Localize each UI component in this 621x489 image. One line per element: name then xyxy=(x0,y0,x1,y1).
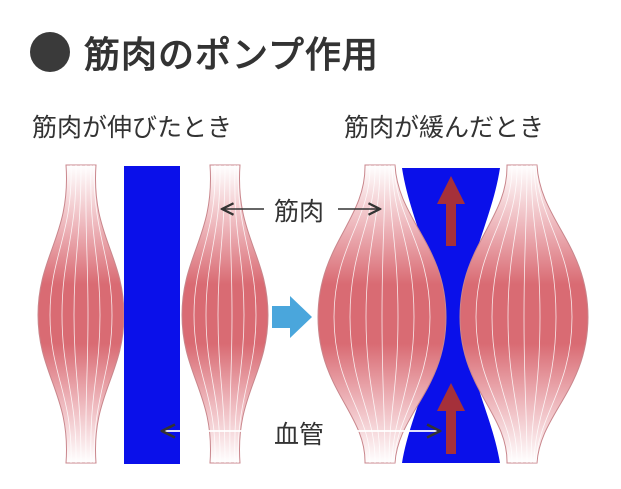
transition-arrow-icon xyxy=(272,296,312,338)
muscle-relaxed-left xyxy=(37,164,125,464)
page-title: 筋肉のポンプ作用 xyxy=(84,35,379,76)
muscle-contracted-right xyxy=(459,164,589,464)
label-vessel: 血管 xyxy=(268,415,331,451)
flow-arrow-up-icon xyxy=(437,176,465,246)
caption-contracted: 筋肉が緩んだとき xyxy=(344,113,545,142)
muscle-relaxed-right xyxy=(181,164,269,464)
label-muscle: 筋肉 xyxy=(268,192,331,228)
bullet-dot-icon xyxy=(30,32,70,72)
flow-arrow-up-icon xyxy=(437,383,465,454)
caption-relaxed: 筋肉が伸びたとき xyxy=(32,113,233,142)
title-row: 筋肉のポンプ作用 xyxy=(30,26,379,78)
vessel-relaxed xyxy=(124,166,180,464)
